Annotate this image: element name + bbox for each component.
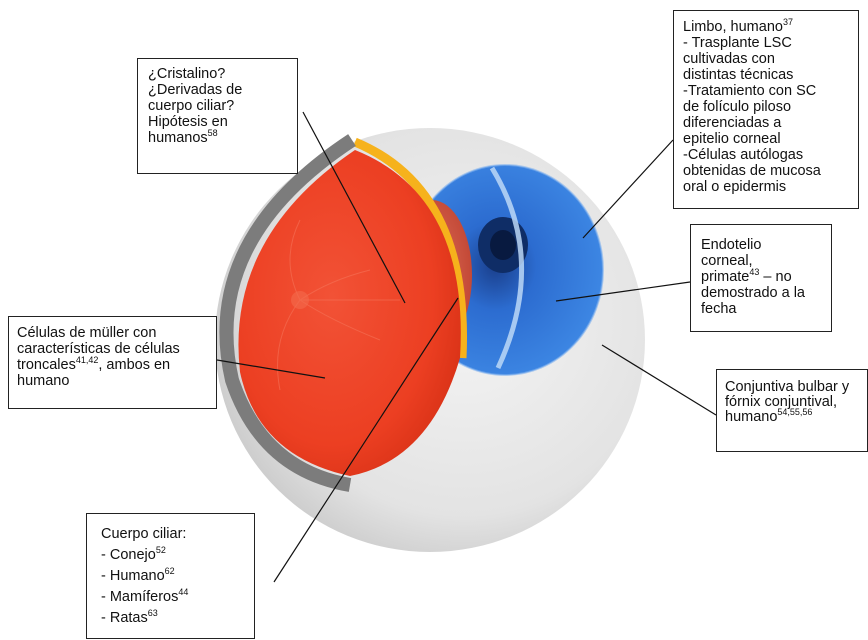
callout-conjuntiva: Conjuntiva bulbar y fórnix conjuntival, … <box>716 369 868 452</box>
optic-disc <box>291 291 309 309</box>
cristalino-text: humanos <box>148 130 208 146</box>
endotelio-line-3: primate43 – no <box>701 269 821 285</box>
cristalino-line-3: cuerpo ciliar? <box>148 98 287 114</box>
limbo-line-3: distintas técnicas <box>683 67 849 83</box>
limbo-line-10: oral o epidermis <box>683 179 849 195</box>
limbo-line-5: de folículo piloso <box>683 99 849 115</box>
conjuntiva-line-3: humano54,55,56 <box>725 410 859 425</box>
limbo-line-6: diferenciadas a <box>683 115 849 131</box>
cristalino-line-5: humanos58 <box>148 130 287 146</box>
ciliar-item: - Mamíferos44 <box>101 587 240 608</box>
endotelio-ref: 43 <box>749 267 759 277</box>
limbo-line-4: -Tratamiento con SC <box>683 83 849 99</box>
limbo-title-text: Limbo, humano <box>683 19 783 35</box>
limbo-line-1: - Trasplante LSC <box>683 35 849 51</box>
callout-limbo: Limbo, humano37 - Trasplante LSC cultiva… <box>673 10 859 209</box>
ciliar-item-ref: 62 <box>165 566 175 576</box>
leader-limbo <box>583 140 673 238</box>
limbo-line-7: epitelio corneal <box>683 131 849 147</box>
ciliar-item-label: - Ratas <box>101 610 148 626</box>
cristalino-line-1: ¿Cristalino? <box>148 66 287 82</box>
ciliar-item-ref: 52 <box>156 545 166 555</box>
endotelio-text-b: – no <box>763 269 791 285</box>
ciliar-item-label: - Mamíferos <box>101 589 178 605</box>
limbo-line-8: -Células autólogas <box>683 147 849 163</box>
muller-line-2: características de células <box>17 341 208 357</box>
ciliar-item-label: - Conejo <box>101 547 156 563</box>
limbo-line-9: obtenidas de mucosa <box>683 163 849 179</box>
limbo-ref: 37 <box>783 17 793 27</box>
muller-line-4: humano <box>17 373 208 389</box>
ciliar-item-ref: 63 <box>148 608 158 618</box>
cristalino-line-2: ¿Derivadas de <box>148 82 287 98</box>
limbo-line-2: cultivadas con <box>683 51 849 67</box>
callout-cristalino: ¿Cristalino? ¿Derivadas de cuerpo ciliar… <box>137 58 298 174</box>
ciliar-item: - Ratas63 <box>101 608 240 629</box>
muller-ref: 41,42 <box>76 355 99 365</box>
endotelio-line-2: corneal, <box>701 253 821 269</box>
muller-text-a: troncales <box>17 357 76 373</box>
muller-text-b: , ambos en <box>98 357 170 373</box>
ciliar-title: Cuerpo ciliar: <box>101 524 240 545</box>
muller-line-1: Células de müller con <box>17 325 208 341</box>
ciliar-item-ref: 44 <box>178 587 188 597</box>
conjuntiva-text: humano <box>725 409 777 425</box>
ciliar-item-label: - Humano <box>101 568 165 584</box>
callout-endotelio: Endotelio corneal, primate43 – no demost… <box>690 224 832 332</box>
endotelio-line-5: fecha <box>701 301 821 317</box>
cristalino-ref: 58 <box>208 128 218 138</box>
endotelio-text-a: primate <box>701 269 749 285</box>
ciliar-item: - Conejo52 <box>101 545 240 566</box>
callout-ciliar: Cuerpo ciliar: - Conejo52 - Humano62 - M… <box>86 513 255 639</box>
limbo-title: Limbo, humano37 <box>683 19 849 35</box>
pupil-core <box>490 230 516 260</box>
muller-line-3: troncales41,42, ambos en <box>17 357 208 373</box>
conjuntiva-line-1: Conjuntiva bulbar y <box>725 380 859 395</box>
conjuntiva-ref: 54,55,56 <box>777 407 812 417</box>
endotelio-line-1: Endotelio <box>701 237 821 253</box>
ciliar-item: - Humano62 <box>101 566 240 587</box>
callout-muller: Células de müller con características de… <box>8 316 217 409</box>
endotelio-line-4: demostrado a la <box>701 285 821 301</box>
